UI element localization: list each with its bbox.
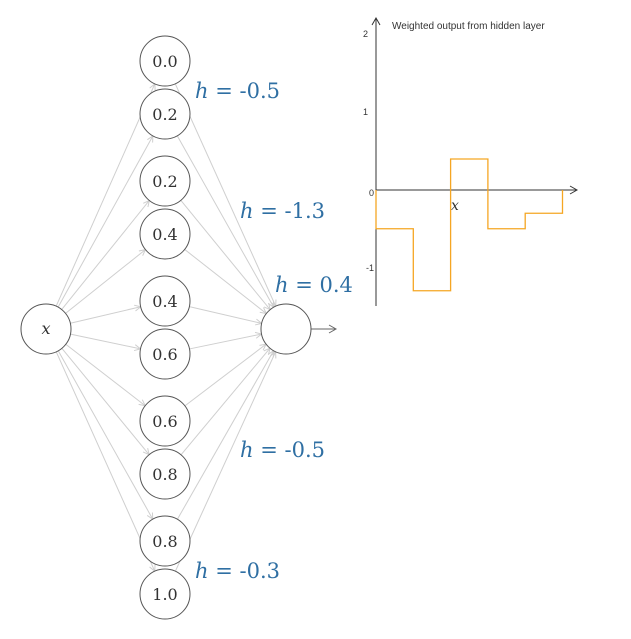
- edge-input-hidden: [70, 306, 141, 324]
- h-value: -0.3: [239, 559, 280, 583]
- step-line: [375, 158, 564, 292]
- h-value: -0.5: [284, 438, 325, 462]
- input-node: x: [20, 303, 72, 355]
- edge-input-hidden: [55, 351, 156, 572]
- h-label-5: h = -0.3: [195, 559, 280, 583]
- h-value: -0.5: [239, 79, 280, 103]
- edge-hidden-output: [189, 306, 262, 324]
- y-tick-label: 0: [369, 188, 374, 198]
- hidden-node-label: 0.8: [152, 465, 177, 484]
- h-label-4: h = -0.5: [240, 438, 325, 462]
- y-tick-label: -1: [366, 263, 374, 273]
- edge-hidden-output: [174, 351, 277, 572]
- hidden-node-label: 0.6: [152, 345, 177, 364]
- h-eq: =: [254, 438, 285, 462]
- edge-input-hidden: [70, 333, 141, 350]
- hidden-node: 0.8: [139, 448, 191, 500]
- hidden-node: 0.2: [139, 88, 191, 140]
- h-var: h: [275, 273, 289, 297]
- output-node: [260, 303, 312, 355]
- edge-input-hidden: [65, 343, 146, 407]
- h-eq: =: [209, 79, 240, 103]
- edge-hidden-output: [176, 135, 275, 308]
- edge-hidden-output: [176, 350, 275, 520]
- edge-input-hidden: [65, 249, 146, 314]
- step-chart: Weighted output from hidden layer 2 1 0 …: [363, 16, 579, 306]
- y-tick-label: 1: [363, 107, 368, 117]
- hidden-node: 0.2: [139, 155, 191, 207]
- y-tick-label: 2: [363, 29, 368, 39]
- edge-hidden-output: [189, 333, 262, 350]
- x-axis-label: x: [451, 198, 459, 214]
- edge-input-hidden: [61, 348, 150, 455]
- hidden-node: 0.6: [139, 395, 191, 447]
- h-value: -1.3: [284, 199, 325, 223]
- h-var: h: [240, 438, 254, 462]
- hidden-node-label: 0.0: [152, 52, 177, 71]
- hidden-node: 0.0: [139, 35, 191, 87]
- y-axis-arrow: [371, 16, 381, 26]
- edge-hidden-output: [184, 343, 267, 407]
- edge-input-hidden: [55, 83, 156, 307]
- network-edges: [55, 82, 277, 573]
- edge-hidden-output: [180, 347, 271, 456]
- hidden-node-label: 0.4: [152, 292, 177, 311]
- h-eq: =: [289, 273, 320, 297]
- hidden-node-label: 0.8: [152, 532, 177, 551]
- h-value: 0.4: [319, 273, 352, 297]
- chart-title: Weighted output from hidden layer: [392, 21, 545, 32]
- h-eq: =: [209, 559, 240, 583]
- output-arrow-head: [328, 324, 338, 334]
- hidden-node-label: 1.0: [152, 585, 177, 604]
- h-var: h: [195, 79, 209, 103]
- edge-input-hidden: [57, 135, 154, 308]
- h-eq: =: [254, 199, 285, 223]
- edge-hidden-output: [180, 200, 271, 310]
- hidden-node: 0.4: [139, 208, 191, 260]
- input-node-label: x: [41, 319, 50, 338]
- step-series: [375, 158, 564, 292]
- hidden-node: 0.6: [139, 328, 191, 380]
- x-axis-arrow: [569, 185, 579, 195]
- hidden-node: 0.4: [139, 275, 191, 327]
- edge-input-hidden: [57, 350, 154, 520]
- h-label-2: h = -1.3: [240, 199, 325, 223]
- hidden-node-label: 0.2: [152, 172, 177, 191]
- hidden-node-label: 0.2: [152, 105, 177, 124]
- hidden-node-label: 0.4: [152, 225, 177, 244]
- h-var: h: [240, 199, 254, 223]
- hidden-layer: 0.0 0.2 0.2 0.4 0.4 0.6 0.6 0.8 0.8 1.0: [139, 35, 191, 620]
- edge-hidden-output: [174, 83, 277, 307]
- hidden-node: 0.8: [139, 515, 191, 567]
- h-label-1: h = -0.5: [195, 79, 280, 103]
- edge-hidden-output: [184, 249, 267, 314]
- h-var: h: [195, 559, 209, 583]
- hidden-node-label: 0.6: [152, 412, 177, 431]
- h-label-3: h = 0.4: [275, 273, 353, 297]
- edge-input-hidden: [61, 200, 150, 310]
- hidden-node: 1.0: [139, 568, 191, 620]
